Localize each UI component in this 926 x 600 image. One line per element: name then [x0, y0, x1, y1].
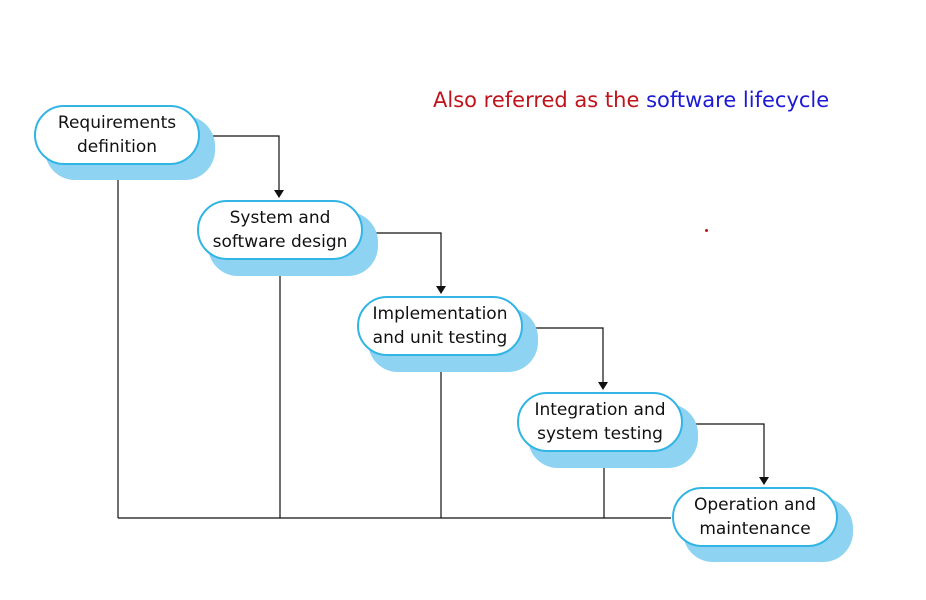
stage-operation-maintenance: Operation and maintenance	[672, 487, 838, 547]
stage-implementation-unit-testing: Implementation and unit testing	[357, 296, 523, 356]
stage-system-software-design: System and software design	[197, 200, 363, 260]
stage-label-line2: software design	[212, 232, 348, 252]
stage-label-line2: definition	[76, 137, 158, 157]
caption: Also referred as the software lifecycle	[433, 88, 829, 112]
stage-label-line2: maintenance	[699, 519, 811, 539]
stage-requirements-definition: Requirements definition	[34, 105, 200, 165]
stage-label-line1: Operation and	[694, 495, 816, 515]
stage-label-line1: Integration and	[534, 400, 666, 420]
stage-label-line2: and unit testing	[372, 328, 508, 348]
stage-label-line1: Requirements	[57, 113, 177, 133]
arrow-integration-to-operation	[689, 423, 769, 485]
arrow-requirements-to-design	[205, 135, 284, 198]
stage-label-line2: system testing	[537, 424, 663, 444]
stray-dot	[705, 229, 708, 232]
caption-highlight: software lifecycle	[646, 88, 830, 112]
stage-integration-system-testing: Integration and system testing	[517, 392, 683, 452]
caption-prefix: Also referred as the	[433, 88, 647, 112]
stage-label-line1: System and	[229, 208, 331, 228]
arrow-implementation-to-integration	[528, 327, 608, 390]
arrow-design-to-implementation	[367, 232, 446, 294]
stage-label-line1: Implementation	[372, 304, 508, 324]
